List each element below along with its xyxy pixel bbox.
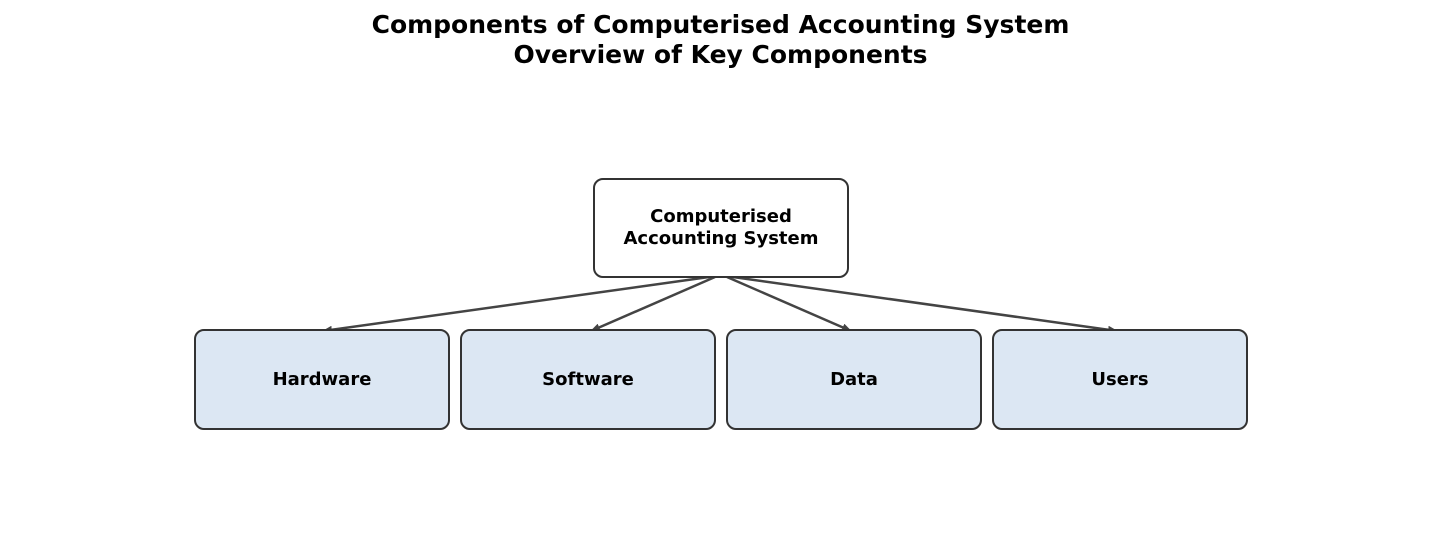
arrow-to-hardware: [322, 275, 710, 334]
component-node-software: Software: [460, 329, 716, 430]
arrow-to-users: [732, 275, 1118, 334]
root-node-computerised-accounting-system: Computerised Accounting System: [593, 178, 849, 278]
component-label: Users: [1091, 369, 1149, 390]
diagram-title: Components of Computerised Accounting Sy…: [371, 10, 1070, 39]
root-node-label-line-2: Accounting System: [623, 228, 819, 249]
component-label: Software: [542, 369, 634, 390]
diagram-subtitle: Overview of Key Components: [513, 40, 928, 69]
root-node-label: Computerised Accounting System: [624, 206, 819, 250]
component-node-hardware: Hardware: [194, 329, 450, 430]
root-node-label-line-1: Computerised: [650, 206, 792, 227]
component-label: Hardware: [272, 369, 372, 390]
arrow-to-software: [590, 275, 716, 333]
component-node-data: Data: [726, 329, 982, 430]
component-label: Data: [830, 369, 878, 390]
arrow-to-data: [726, 275, 852, 333]
component-node-users: Users: [992, 329, 1248, 430]
